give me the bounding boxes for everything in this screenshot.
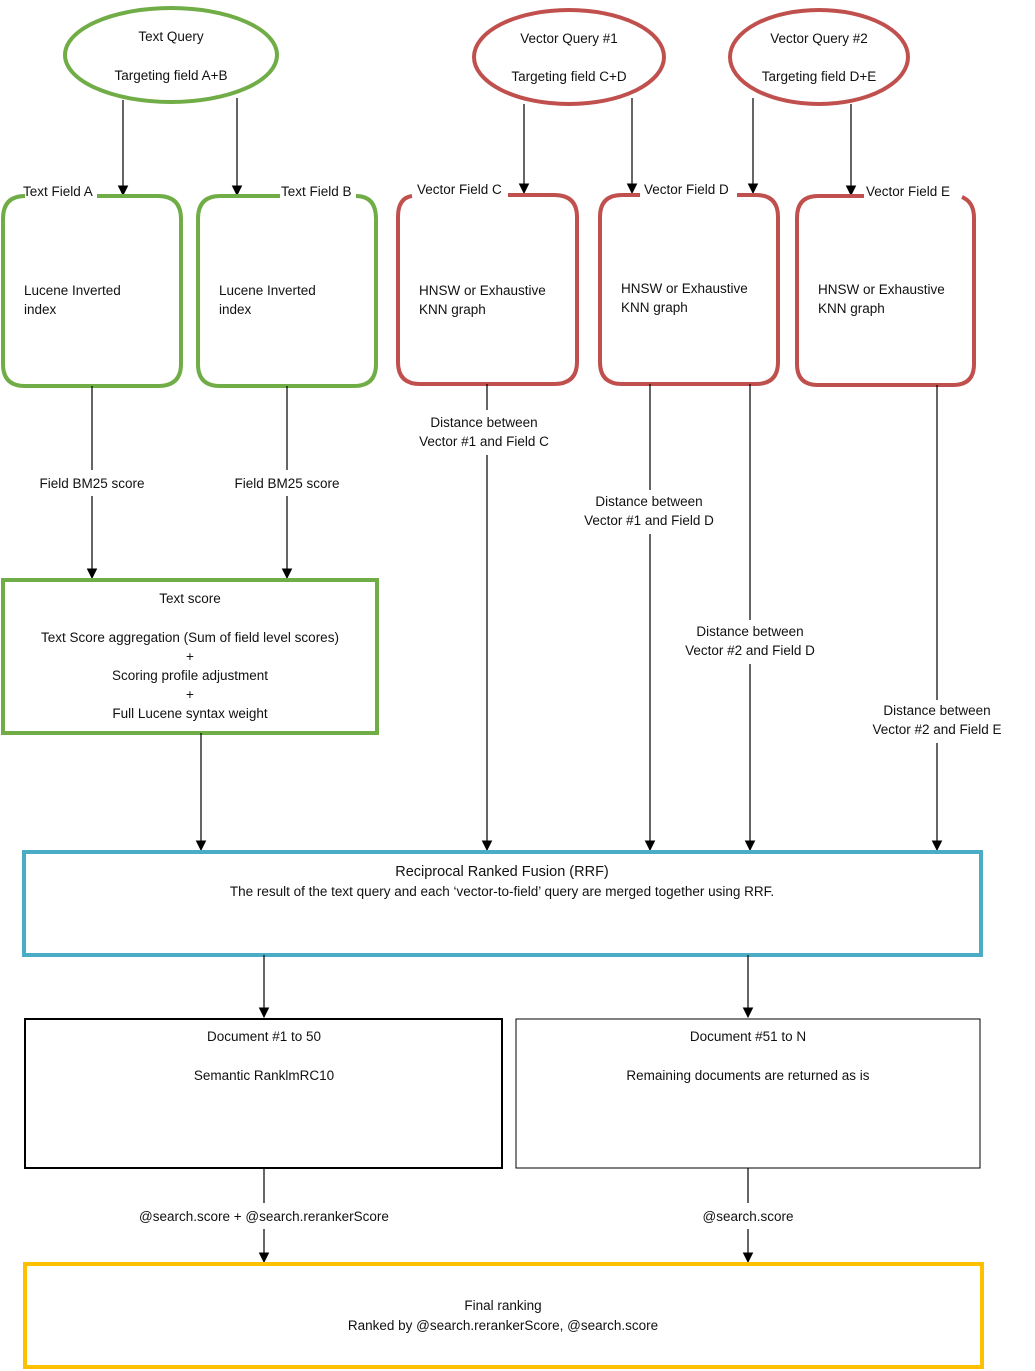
- text-field-b-line1: Lucene Inverted: [219, 283, 316, 298]
- top-documents-node: [24, 1018, 503, 1169]
- vector-query-2-title: Vector Query #2: [770, 31, 868, 46]
- text-field-b-line2: index: [219, 302, 252, 317]
- rrf-description: The result of the text query and each ‘v…: [230, 884, 774, 899]
- text-field-a-line2: index: [24, 302, 57, 317]
- vector-query-2-node: [728, 8, 910, 106]
- final-ranking-title: Final ranking: [464, 1298, 541, 1313]
- vector-field-c-line1: HNSW or Exhaustive: [419, 283, 546, 298]
- remaining-documents-title: Document #51 to N: [690, 1029, 806, 1044]
- text-score-line3: Full Lucene syntax weight: [112, 706, 268, 721]
- vector-field-d-node: Vector Field D HNSW or Exhaustive KNN gr…: [598, 182, 780, 386]
- text-field-a-node: Text Field A Lucene Inverted index: [1, 184, 183, 388]
- vector-field-e-label: Vector Field E: [866, 184, 950, 199]
- top-documents-title: Document #1 to 50: [207, 1029, 321, 1044]
- vector-field-c-line2: KNN graph: [419, 302, 486, 317]
- text-score-line2: Scoring profile adjustment: [112, 668, 268, 683]
- text-field-a-label: Text Field A: [23, 184, 93, 199]
- text-score-line1: Text Score aggregation (Sum of field lev…: [41, 630, 339, 645]
- vector-field-d-line2: KNN graph: [621, 300, 688, 315]
- text-field-b-label: Text Field B: [281, 184, 352, 199]
- text-query-subtitle: Targeting field A+B: [115, 68, 228, 83]
- vector-field-c-node: Vector Field C HNSW or Exhaustive KNN gr…: [396, 182, 579, 386]
- vector-field-c-label: Vector Field C: [417, 182, 502, 197]
- text-query-title: Text Query: [138, 29, 204, 44]
- vector-field-e-node: Vector Field E HNSW or Exhaustive KNN gr…: [795, 184, 976, 387]
- bm25-label-a: Field BM25 score: [39, 476, 144, 491]
- vector-query-1-subtitle: Targeting field C+D: [511, 69, 626, 84]
- bm25-label-b: Field BM25 score: [234, 476, 339, 491]
- vector-field-e-line1: HNSW or Exhaustive: [818, 282, 945, 297]
- distance-c-line2: Vector #1 and Field C: [419, 434, 549, 449]
- distance-e-line2: Vector #2 and Field E: [872, 722, 1001, 737]
- text-query-node: [63, 6, 279, 104]
- remaining-documents-node: [515, 1018, 981, 1169]
- distance-e-line1: Distance between: [883, 703, 990, 718]
- distance-d2-line1: Distance between: [696, 624, 803, 639]
- text-field-b-node: Text Field B Lucene Inverted index: [196, 184, 378, 388]
- text-score-plus2: +: [186, 687, 194, 702]
- final-ranking-body: Ranked by @search.rerankerScore, @search…: [348, 1318, 658, 1333]
- distance-c-line1: Distance between: [430, 415, 537, 430]
- vector-field-d-line1: HNSW or Exhaustive: [621, 281, 748, 296]
- rrf-node: [22, 850, 983, 957]
- score-label-right: @search.score: [703, 1209, 794, 1224]
- text-field-a-line1: Lucene Inverted: [24, 283, 121, 298]
- final-ranking-node: [23, 1262, 984, 1369]
- distance-d1-line2: Vector #1 and Field D: [584, 513, 714, 528]
- text-score-node: [1, 578, 379, 735]
- distance-d2-line2: Vector #2 and Field D: [685, 643, 815, 658]
- vector-field-e-line2: KNN graph: [818, 301, 885, 316]
- text-score-plus1: +: [186, 649, 194, 664]
- top-documents-body: Semantic RanklmRC10: [194, 1068, 334, 1083]
- text-score-title: Text score: [159, 591, 221, 606]
- remaining-documents-body: Remaining documents are returned as is: [626, 1068, 869, 1083]
- distance-d1-line1: Distance between: [595, 494, 702, 509]
- vector-field-d-label: Vector Field D: [644, 182, 729, 197]
- vector-query-1-title: Vector Query #1: [520, 31, 618, 46]
- vector-query-2-subtitle: Targeting field D+E: [762, 69, 876, 84]
- vector-query-1-node: [472, 8, 666, 106]
- rrf-title: Reciprocal Ranked Fusion (RRF): [395, 864, 609, 880]
- score-label-left: @search.score + @search.rerankerScore: [139, 1209, 389, 1224]
